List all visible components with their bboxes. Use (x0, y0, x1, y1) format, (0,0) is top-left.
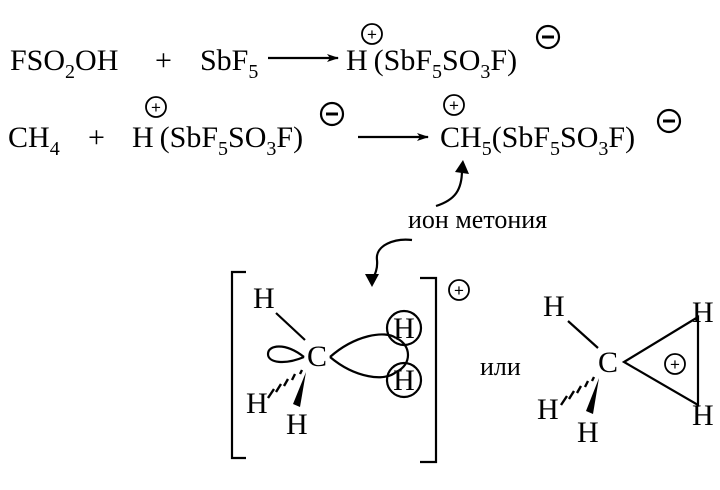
svg-text:H: H (393, 364, 415, 397)
svg-text:+: + (449, 96, 459, 115)
curved-arrow-up (435, 169, 464, 208)
plus-sign-2: + (88, 121, 105, 154)
p-orbital-lobe (266, 345, 305, 364)
three-center-triangle (621, 315, 700, 407)
plus-charge-2: + (145, 96, 167, 118)
carbon-atom-left: C (307, 340, 327, 373)
wedge-bond-right (586, 378, 599, 414)
conjunction-or: или (480, 352, 521, 381)
hashed-bond-left (267, 369, 304, 399)
reactant-sbf5: SbF5 (200, 44, 258, 83)
hydrogen-triangle-top: H (692, 296, 714, 329)
reactant-acid: H(SbF5SO3F) (132, 121, 303, 160)
hydrogen-top-right: H (543, 290, 565, 323)
product-methonium: CH5(SbF5SO3F) (440, 121, 635, 160)
hydrogen-triangle-bottom: H (692, 399, 714, 432)
product-1: H(SbF5SO3F) (346, 44, 517, 83)
reactant-ch4: CH4 (8, 121, 60, 160)
bond-top-left (275, 312, 306, 341)
plus-charge-1: + (361, 23, 383, 45)
hydrogen-left-right: H (537, 393, 559, 426)
minus-charge-2 (319, 101, 345, 127)
wedge-bond-left (293, 372, 306, 407)
three-center-orbital-upper (329, 333, 397, 358)
hydrogen-bottom-left: H (286, 408, 308, 441)
minus-charge-1 (535, 24, 561, 50)
svg-text:+: + (454, 281, 464, 300)
hydrogen-bottom-right: H (577, 416, 599, 449)
plus-charge-5: + (664, 353, 686, 375)
svg-text:+: + (367, 25, 377, 44)
bond-top-right (567, 320, 599, 349)
curved-arrow-down (371, 238, 413, 281)
hydrogen-ring-bottom (385, 361, 423, 399)
bracket-left (230, 270, 246, 460)
hydrogen-top-left: H (253, 282, 275, 315)
hydrogen-ring-top (385, 309, 423, 347)
plus-sign-1: + (155, 44, 172, 77)
bracket-right (420, 276, 438, 464)
hydrogen-left: H (246, 387, 268, 420)
plus-charge-3: + (443, 94, 465, 116)
svg-text:+: + (670, 355, 680, 374)
carbon-atom-right: C (598, 346, 618, 379)
annotation-group: ион метония (365, 160, 547, 287)
plus-charge-4: + (448, 279, 470, 301)
reactant-fso2oh: FSO2OH (10, 44, 118, 83)
structure-right: C H H H H H + (537, 290, 714, 449)
svg-text:H: H (393, 312, 415, 345)
structure-left: + C H H H H H (230, 270, 470, 464)
hashed-bond-right (560, 376, 596, 406)
reaction-1: FSO2OH + SbF5 H(SbF5SO3F) + (10, 23, 561, 83)
reaction-2: CH4 + H(SbF5SO3F) + CH5(SbF5SO3F) + (8, 94, 682, 160)
annotation-label: ион метония (408, 205, 547, 234)
three-center-orbital-lower (329, 356, 397, 379)
svg-text:+: + (151, 98, 161, 117)
minus-charge-3 (656, 108, 682, 134)
